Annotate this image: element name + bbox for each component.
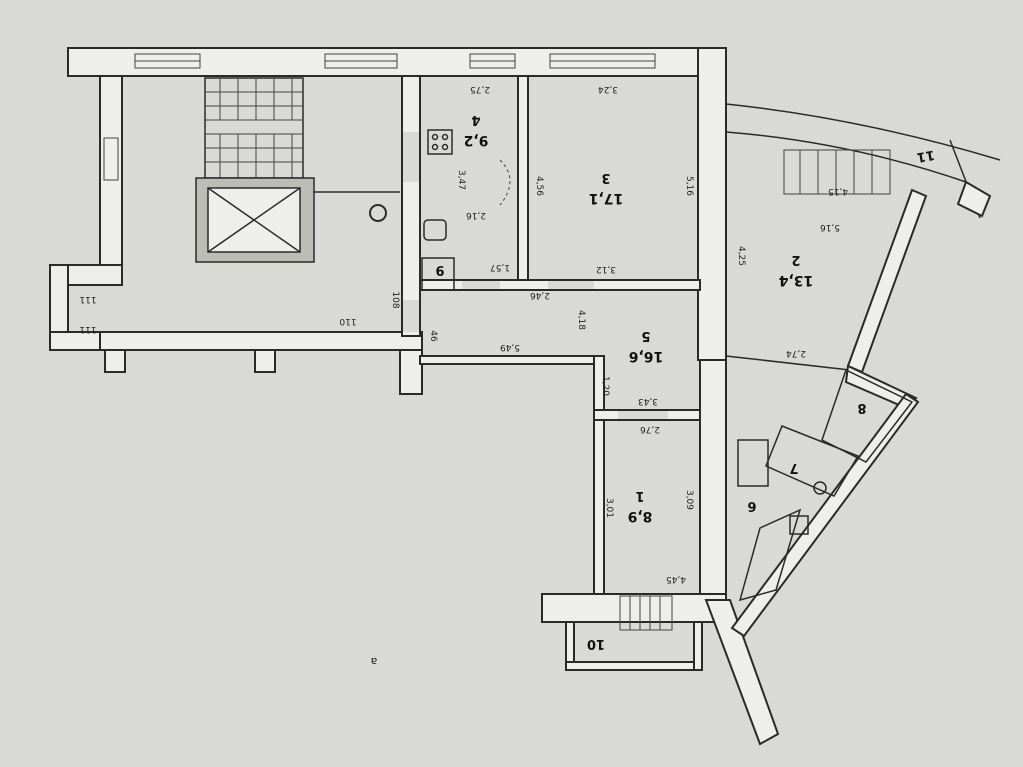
bathtub: [738, 508, 802, 602]
bathroom-9-outline: [421, 257, 455, 291]
toilet: [813, 481, 827, 495]
pilaster-3: [399, 349, 423, 395]
stove-burner-3: [431, 143, 439, 151]
room-3-area: 17,1: [589, 190, 624, 206]
door-room3: [548, 281, 594, 289]
pilaster-1: [104, 349, 126, 373]
room-7-number: 7: [789, 460, 798, 475]
wall-left: [99, 75, 123, 273]
dim-label: 4,56: [534, 176, 544, 196]
room-6-number: 6: [747, 498, 756, 513]
room-8-outline: [821, 368, 914, 463]
stair-treads: [205, 78, 303, 178]
chute-circle: [369, 204, 387, 222]
dim-label: 5,16: [820, 222, 840, 232]
stove-burner-2: [441, 133, 449, 141]
window-left: [103, 137, 119, 181]
dim-label: 111: [79, 294, 96, 304]
elevator-cross-b: [207, 187, 301, 253]
dim-label: 4,25: [736, 246, 746, 266]
dim-label: 2,75: [470, 84, 490, 94]
wall-bottom-stair: [99, 331, 423, 351]
door-opening-1: [403, 132, 419, 182]
dim-label: 111: [79, 324, 96, 334]
balcony-rail-bars: [799, 150, 873, 194]
wet-cabinet: [737, 439, 769, 487]
dim-label: 4,45: [666, 574, 686, 584]
pilaster-2: [254, 349, 276, 373]
room-2-number: 2: [791, 252, 800, 267]
sink: [789, 515, 809, 535]
dim-label: 3,43: [638, 396, 658, 406]
wall-curve-outer: [725, 103, 1001, 161]
room-11-number: 11: [915, 147, 935, 165]
dim-label: 4,15: [828, 186, 848, 196]
dim-label: 5,49: [500, 342, 520, 352]
wall-room2-right: [846, 188, 928, 374]
dim-label: 1,57: [490, 262, 510, 272]
wall-stair-apartment: [401, 75, 421, 337]
dim-label: 2,46: [530, 290, 550, 300]
dim-label: 1,20: [600, 376, 610, 396]
kitchen-dashed-curve: [499, 159, 511, 206]
room-5-number: 5: [641, 328, 650, 343]
stove: [427, 129, 453, 155]
room-9-number: 9: [435, 262, 444, 277]
door-opening-2: [403, 300, 419, 332]
room-4-number: 4: [471, 112, 480, 127]
wall-wing-corner: [956, 180, 992, 218]
dim-label: 2,76: [640, 424, 660, 434]
dim-label: 46: [428, 330, 438, 342]
wall-bottom-room1: [541, 593, 727, 623]
door-room1: [618, 411, 668, 419]
wall-diagonal-bottom: [704, 599, 780, 746]
dim-label: 3,09: [684, 490, 694, 510]
room-4-area: 9,2: [464, 132, 489, 148]
stove-burner-1: [431, 133, 439, 141]
balcony-stair: [619, 595, 673, 631]
room-8-number: 8: [857, 400, 866, 415]
dim-label: 3,01: [604, 498, 614, 518]
wall-right-outer: [697, 47, 727, 361]
balcony-right-wall: [693, 621, 703, 671]
dim-label: 3,12: [596, 264, 616, 274]
wall-room2-bottom: [725, 355, 851, 371]
dim-label: 4,18: [576, 310, 586, 330]
dim-label: 5,16: [684, 176, 694, 196]
room-5-area: 16,6: [629, 348, 664, 364]
balcony-bottom-wall: [565, 661, 703, 671]
dim-label: 110: [339, 316, 356, 326]
dim-label: 108: [390, 291, 400, 308]
dim-label: 3,47: [456, 170, 466, 190]
room-1-area: 8,9: [628, 508, 653, 524]
dim-label: 2,74: [786, 348, 806, 358]
room-3-number: 3: [601, 170, 610, 185]
stove-burner-4: [441, 143, 449, 151]
plan-mark: a: [371, 655, 378, 668]
room-2-area: 13,4: [778, 272, 813, 288]
dim-label: 3,24: [598, 84, 618, 94]
door-kitchen: [462, 281, 500, 289]
wall-kitchen-right: [517, 75, 529, 291]
wall-hall-bottom: [419, 355, 603, 365]
balcony-rail: [783, 149, 891, 195]
room-7-outline: [765, 425, 860, 497]
wall-room1-right: [699, 359, 727, 601]
room-10-number: 10: [587, 636, 605, 651]
dim-label: 2,16: [466, 210, 486, 220]
room-1-number: 1: [635, 488, 644, 503]
washbasin: [423, 219, 447, 241]
